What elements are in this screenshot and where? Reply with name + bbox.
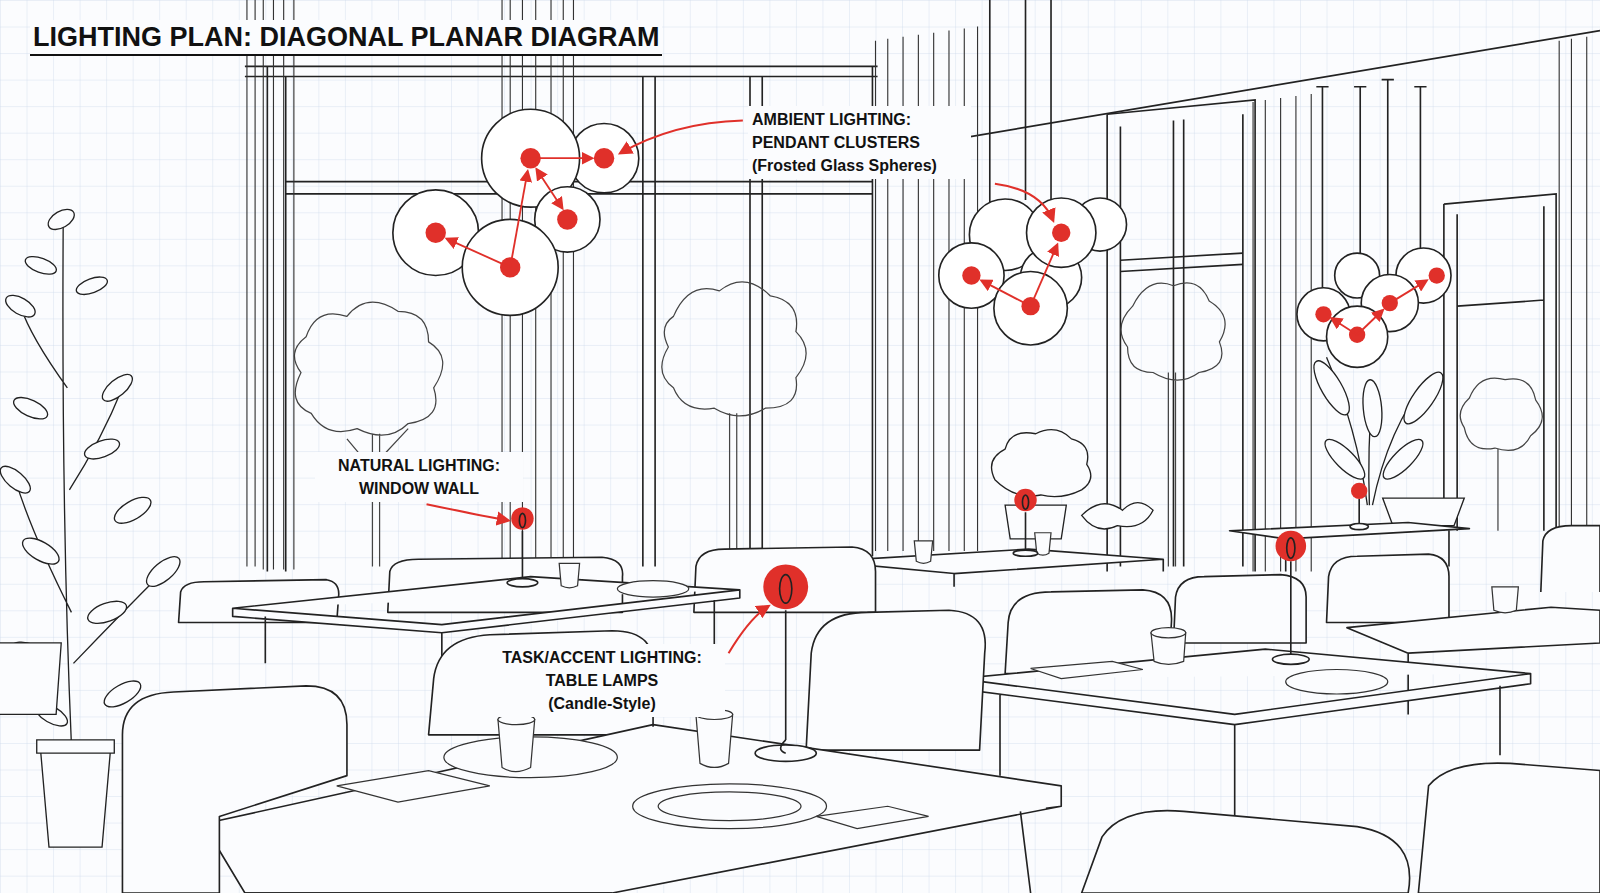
- callout-label: AMBIENT LIGHTING: PENDANT CLUSTERS(Frost…: [748, 106, 971, 179]
- tableware: [337, 533, 1519, 829]
- diagram-title: LIGHTING PLAN: DIAGONAL PLANAR DIAGRAM: [30, 20, 662, 56]
- callout-label: NATURAL LIGHTING: WINDOW WALL: [315, 452, 523, 502]
- table-lamps: [507, 483, 1368, 762]
- callout-text: (Frosted Glass Spheres): [752, 154, 967, 177]
- leader-arrows: [427, 120, 1054, 653]
- callout-text: TASK/ACCENT LIGHTING: TABLE LAMPS: [483, 646, 721, 692]
- callout-text: NATURAL LIGHTING: WINDOW WALL: [319, 454, 519, 500]
- window-wall: [245, 31, 1600, 572]
- tables-and-chairs: [122, 523, 1600, 893]
- curtains: [247, 0, 1587, 572]
- callout-label: TASK/ACCENT LIGHTING: TABLE LAMPS(Candle…: [479, 644, 725, 717]
- callout-text: AMBIENT LIGHTING: PENDANT CLUSTERS: [752, 108, 967, 154]
- callout-text: (Candle-Style): [483, 692, 721, 715]
